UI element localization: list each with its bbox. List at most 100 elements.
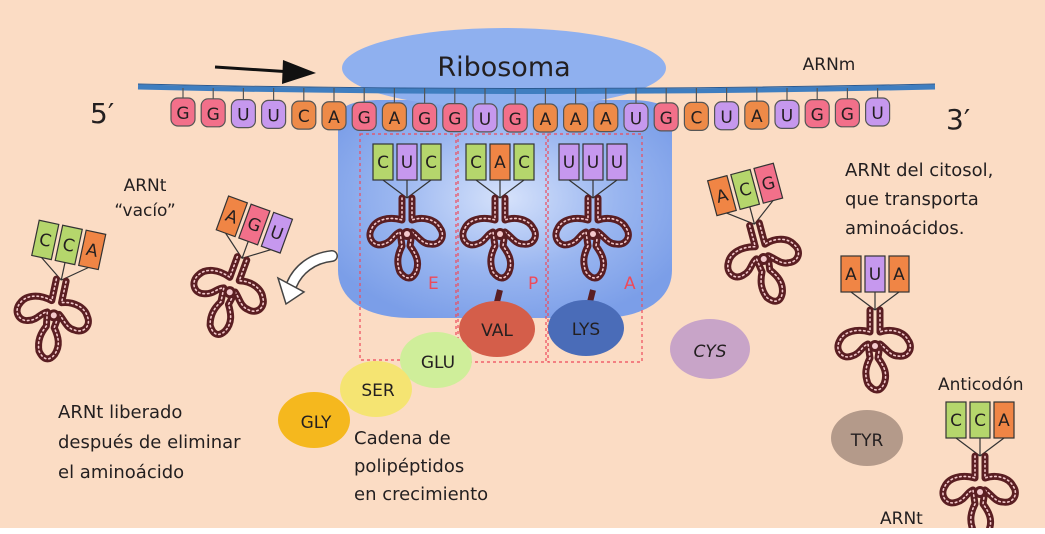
mrna-nucleotide: G (502, 88, 528, 133)
exit-arrow-icon (276, 250, 338, 306)
released-label-3: el aminoácido (58, 462, 184, 483)
site-e-box (359, 133, 457, 361)
amino-acid-gly: GLY (278, 392, 350, 448)
site-a-box (547, 133, 643, 363)
trna-anticodon-base: U (611, 153, 623, 173)
amino-acid-cys-label: CYS (693, 342, 726, 362)
mrna-nucleotide: G (834, 88, 861, 128)
amino-acid-ser: SER (340, 361, 412, 417)
amino-acid-lys: LYS (548, 300, 624, 356)
mrna-nucleotide: A (321, 88, 347, 131)
trna-anticodon-base: C (974, 411, 986, 431)
mrna-nucleotide-label: U (781, 106, 793, 126)
chain-label-1: Cadena de (354, 428, 451, 449)
trna-anticodon-base: C (61, 235, 77, 257)
mrna-nucleotide-label: U (720, 108, 732, 128)
mrna-nucleotide: A (593, 88, 619, 133)
mrna-nucleotide: A (562, 88, 589, 133)
mrna-nucleotide: G (653, 88, 679, 132)
trna-anticodon-base: U (587, 153, 599, 173)
mrna-nucleotide-label: U (871, 104, 883, 124)
mrna-nucleotide-label: G (448, 110, 461, 130)
trna-anticodon-base: A (845, 265, 857, 285)
site-p-box (457, 133, 547, 363)
mrna-nucleotide-label: A (328, 108, 340, 128)
mrna-nucleotide: U (261, 88, 287, 129)
released-label-1: ARNt liberado (58, 402, 182, 423)
mrna-nucleotide-label: A (540, 110, 552, 130)
mrna-nucleotide: U (713, 88, 740, 131)
mrna-nucleotide: A (532, 88, 559, 133)
trna-anticodon-base: U (869, 265, 881, 285)
trna-anticodon-base: A (998, 411, 1010, 431)
chain-label-3: en crecimiento (354, 484, 488, 505)
trna-anticodon-base: G (244, 214, 263, 237)
mrna-nucleotide-label: U (479, 110, 491, 130)
mrna-nucleotide: G (804, 88, 830, 129)
amino-acid-val: VAL (459, 301, 535, 357)
amino-acid-val-label: VAL (481, 321, 513, 341)
mrna-nucleotide-label: U (630, 109, 642, 129)
mrna-nucleotide: C (291, 88, 317, 130)
chain-label-2: polipéptidos (354, 456, 464, 477)
trna-anticodon-base: U (401, 153, 413, 173)
mrna-nucleotide-label: G (660, 109, 673, 129)
trna-anticodon-base: C (425, 153, 437, 173)
mrna-nucleotide: A (381, 88, 407, 132)
trna-anticodon-base: C (518, 153, 530, 173)
mrna-nucleotide-label: C (690, 108, 702, 128)
trna-anticodon-base: G (760, 173, 778, 196)
trna-anticodon-base: C (37, 230, 53, 252)
mrna-nucleotide: U (623, 88, 649, 132)
trna-anticodon-base: C (377, 153, 389, 173)
amino-acid-tyr: TYR (831, 410, 903, 466)
trna-anticodon-base: A (84, 240, 100, 262)
mrna-nucleotide: G (170, 88, 196, 127)
mrna-nucleotide-label: A (600, 110, 612, 130)
mrna-nucleotide-label: A (570, 110, 582, 130)
trna-anticodon-base: C (737, 179, 754, 201)
ribosome-label: Ribosoma (437, 52, 570, 83)
amino-acid-lys-label: LYS (572, 320, 600, 340)
amino-acid-glu: GLU (400, 332, 472, 388)
amino-acid-cys: CYS (670, 319, 750, 379)
mrna-nucleotide-label: G (176, 104, 189, 124)
trna-anticodon-base: C (950, 411, 962, 431)
mrna-nucleotide: U (472, 88, 498, 133)
direction-arrow-icon (214, 60, 316, 84)
trna-anticodon-base: U (563, 153, 575, 173)
mrna-nucleotide: A (744, 88, 770, 130)
trna-bottom-label: ARNt (880, 509, 923, 528)
trna-empty-label-1: ARNt (124, 176, 167, 196)
trna-anticodon-base: A (494, 153, 506, 173)
cytosol-label-1: ARNt del citosol, (845, 160, 993, 181)
mrna-nucleotide: U (230, 88, 256, 129)
amino-acid-ser-label: SER (361, 381, 395, 401)
mrna-nucleotide: U (774, 88, 800, 129)
mrna-nucleotide-label: G (358, 108, 371, 128)
trna-anticodon-base: A (714, 185, 731, 207)
mrna-nucleotide-label: G (418, 109, 431, 129)
mrna-nucleotide-label: U (267, 106, 279, 126)
three-prime-label: 3′ (946, 103, 970, 136)
amino-acid-tyr-label: TYR (850, 431, 884, 451)
amino-acid-glu-label: GLU (421, 353, 455, 373)
site-a-label: A (624, 274, 636, 294)
cytosol-label-2: que transporta (845, 189, 979, 210)
mrna-nucleotide: G (351, 88, 377, 131)
five-prime-label: 5′ (90, 97, 114, 130)
mrna-nucleotide-label: G (841, 105, 854, 125)
